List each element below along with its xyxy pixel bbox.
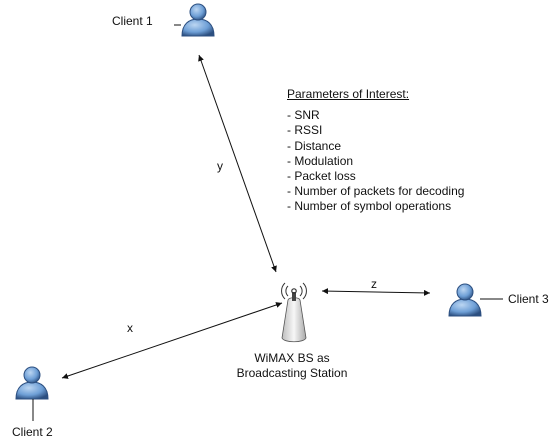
parameter-item: - Modulation: [287, 153, 354, 168]
link-z-arrow: [321, 288, 431, 296]
base-station-antenna-icon: [281, 282, 307, 343]
client-2-user-icon: [15, 366, 49, 400]
base-station-label: WiMAX BS as Broadcasting Station: [232, 351, 352, 381]
parameter-item: - SNR: [287, 108, 320, 123]
base-station-label-line2: Broadcasting Station: [236, 366, 348, 380]
client-1-label: Client 1: [112, 14, 153, 28]
parameter-item: - RSSI: [287, 123, 323, 138]
base-station-label-line1: WiMAX BS as: [254, 351, 330, 365]
parameter-item: - Distance: [287, 138, 342, 153]
link-x-label: x: [127, 321, 133, 335]
parameter-item: - Number of symbol operations: [287, 199, 452, 214]
parameter-item: - Number of packets for decoding: [287, 184, 465, 199]
link-y-label: y: [217, 159, 223, 173]
parameters-list: - SNR - RSSI - Distance - Modulation - P…: [287, 108, 464, 214]
client-3-user-icon: [448, 283, 482, 317]
link-y-arrow: [198, 54, 277, 273]
client-3-label: Client 3: [508, 292, 549, 306]
parameters-title: Parameters of Interest:: [287, 87, 410, 101]
client-1-user-icon: [181, 3, 215, 37]
parameter-item: - Packet loss: [287, 169, 356, 184]
client-2-label: Client 2: [12, 425, 53, 439]
parameters-panel: Parameters of Interest: - SNR - RSSI - D…: [287, 87, 464, 215]
link-x-arrow: [61, 302, 283, 379]
link-z-label: z: [371, 277, 377, 291]
